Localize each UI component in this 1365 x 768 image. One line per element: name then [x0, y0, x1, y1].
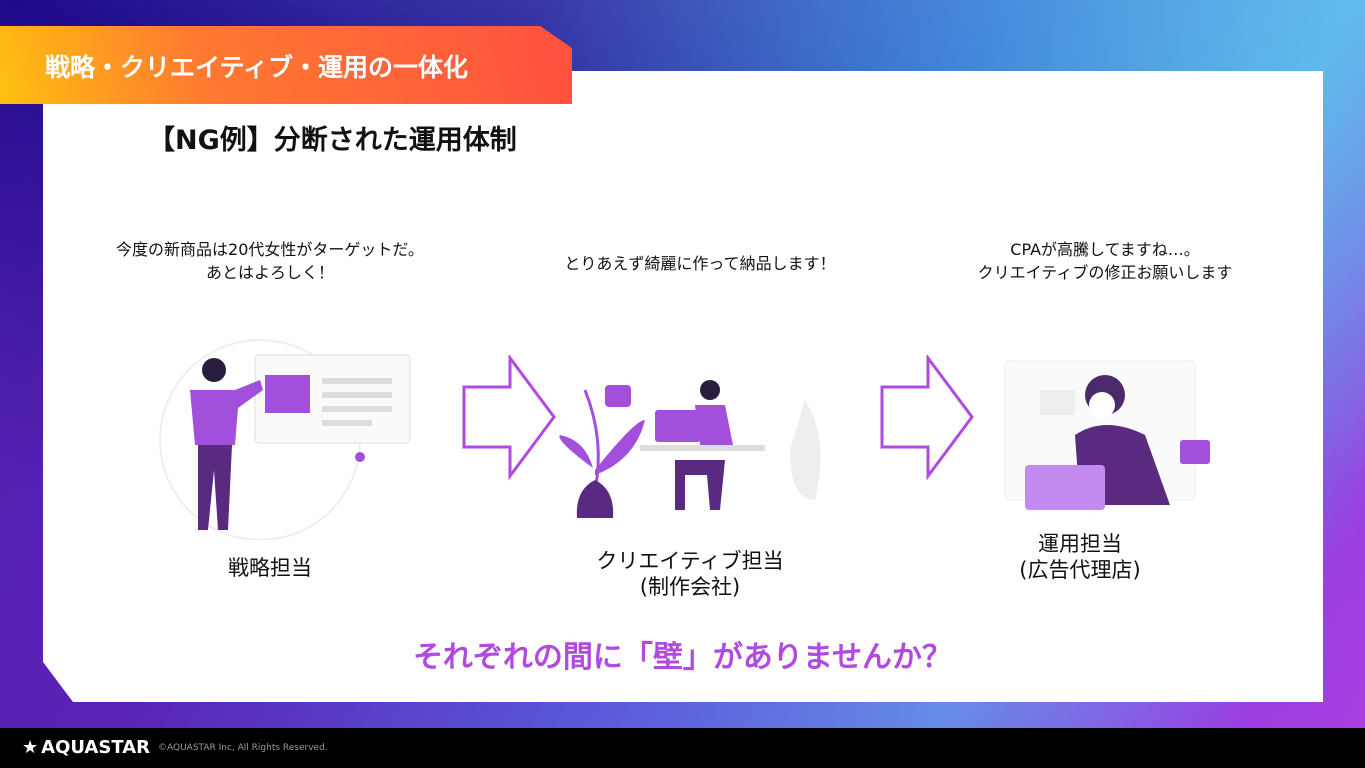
banner-title: 戦略・クリエイティブ・運用の一体化 [45, 53, 469, 82]
speech-line: クリエイティブの修正お願いします [977, 263, 1233, 282]
creative-illustration [559, 380, 821, 518]
speech-line: あとはよろしく！ [205, 263, 334, 282]
strategy-role-label: 戦略担当 [170, 555, 370, 581]
strategy-speech: 今度の新商品は20代女性がターゲットだ。あとはよろしく！ [95, 238, 445, 284]
footer: ★AQUASTAR ©AQUASTAR Inc, All Rights Rese… [0, 728, 1365, 768]
role-line: (制作会社) [639, 575, 741, 599]
section-banner: 戦略・クリエイティブ・運用の一体化 [0, 26, 572, 104]
key-question: それぞれの間に「壁」がありませんか？ [412, 640, 953, 675]
creative-speech: とりあえず綺麗に作って納品します！ [530, 252, 870, 275]
role-line: クリエイティブ担当 [596, 549, 784, 573]
arrow-right-icon [462, 355, 556, 480]
role-line: 戦略担当 [228, 556, 312, 580]
role-line: 運用担当 [1038, 532, 1122, 556]
speech-line: とりあえず綺麗に作って納品します！ [564, 254, 836, 273]
company-logo: ★AQUASTAR [22, 737, 150, 758]
speech-line: 今度の新商品は20代女性がターゲットだ。 [116, 240, 424, 259]
arrow-right-icon [880, 355, 974, 480]
slide-title: 【NG例】分断された運用体制 [148, 125, 517, 156]
operation-speech: CPAが高騰してますね…。クリエイティブの修正お願いします [940, 238, 1270, 284]
operation-role-label: 運用担当(広告代理店) [980, 531, 1180, 583]
creative-role-label: クリエイティブ担当(制作会社) [560, 548, 820, 600]
speech-line: CPAが高騰してますね…。 [1010, 240, 1200, 259]
copyright: ©AQUASTAR Inc, All Rights Reserved. [158, 743, 328, 753]
role-line: (広告代理店) [1019, 558, 1141, 582]
operation-illustration [1004, 360, 1210, 510]
logo-text: AQUASTAR [41, 737, 151, 758]
strategy-illustration [159, 339, 411, 540]
star-icon: ★ [22, 737, 39, 758]
